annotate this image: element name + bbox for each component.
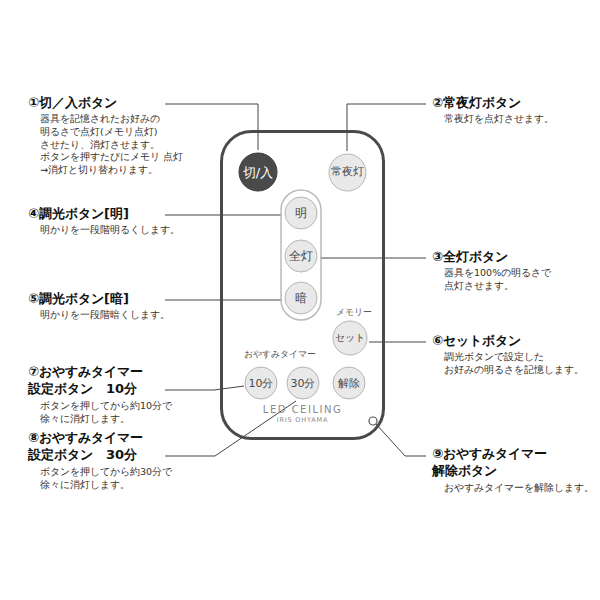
button-circle [239,153,277,191]
button-label: 解除 [338,378,360,389]
callout-heading: ⑥セットボタン [432,333,582,350]
leader-line [165,215,282,216]
button-label: セット [335,333,365,343]
remote-button: 明 [284,196,318,230]
button-label: 10分 [249,378,274,389]
callout-heading: ⑦おやすみタイマー 設定ボタン 10分 [28,364,163,398]
remote-button: 解除 [332,366,366,400]
remote-body: 切/入 常夜灯明全灯暗セット 10分 30分 解除 LED CEILINGIRIS OHY… [220,130,385,440]
button-label: 全灯 [289,250,313,262]
button-label: 30分 [291,378,316,389]
callout-heading: ⑧おやすみタイマー 設定ボタン 30分 [28,430,163,464]
remote-button: 切/入 [238,152,278,192]
button-circle [329,154,366,191]
remote-button: 暗 [284,281,318,315]
leader-line [369,342,426,343]
group-label: メモリー [336,308,396,318]
callout-text: ボタンを押してから約10分で 徐々に消灯します。 [40,400,190,426]
callout-text: 調光ボタンで設定した お好みの明るさを記憶します。 [444,351,594,377]
callout-heading: ②常夜灯ボタン [432,95,582,112]
leader-line [376,424,426,456]
callout-text: 器具を記憶されたお好みの 明るさで点灯(メモリ点灯) させたり、消灯させます。 … [40,113,190,177]
brand-group: LED CEILINGIRIS OHYAMA [220,404,385,424]
button-circle [285,282,317,314]
callout-text: 明かりを一段階暗くします。 [40,309,190,322]
button-label: 切/入 [243,166,273,179]
signal-window [369,417,377,425]
remote-button: 30分 [286,366,320,400]
callout-heading: ⑤調光ボタン[暗] [28,291,168,308]
callout-heading: ⑨おやすみタイマー 解除ボタン [432,446,582,480]
button-circle [333,321,367,355]
remote-button: 常夜灯 [328,153,367,192]
remote-button: 全灯 [284,239,318,273]
callout-text: おやすみタイマーを解除します。 [444,482,596,495]
group-label: おやすみタイマー [244,350,334,360]
button-circle [285,197,317,229]
leader-lines [165,104,426,456]
brand-name: IRIS OHYAMA [220,416,385,424]
callout-text: 常夜灯を点灯させます。 [444,113,594,126]
leader-line [165,104,258,150]
remote-button: セット [332,320,368,356]
button-circle [287,367,319,399]
leader-line [320,258,426,259]
button-circle [333,367,365,399]
leader-line [165,300,282,301]
callout-heading: ①切／入ボタン [28,95,168,112]
leader-line [347,104,426,151]
button-label: 暗 [295,292,307,304]
button-circle [245,367,277,399]
button-circle [285,240,317,272]
remote-outline [222,132,384,439]
button-label: 明 [295,207,307,219]
callout-text: 明かりを一段階明るくします。 [40,224,190,237]
product-name: LED CEILING [220,404,385,416]
button-label: 常夜灯 [331,167,364,178]
dimmer-button-frame [281,190,321,320]
leader-line [165,386,244,390]
callout-text: 器具を100%の明るさで 点灯させます。 [444,267,594,293]
callout-heading: ④調光ボタン[明] [28,206,168,223]
remote-button: 10分 [244,366,278,400]
callout-text: ボタンを押してから約30分で 徐々に消灯します。 [40,466,190,492]
callout-heading: ③全灯ボタン [432,249,582,266]
